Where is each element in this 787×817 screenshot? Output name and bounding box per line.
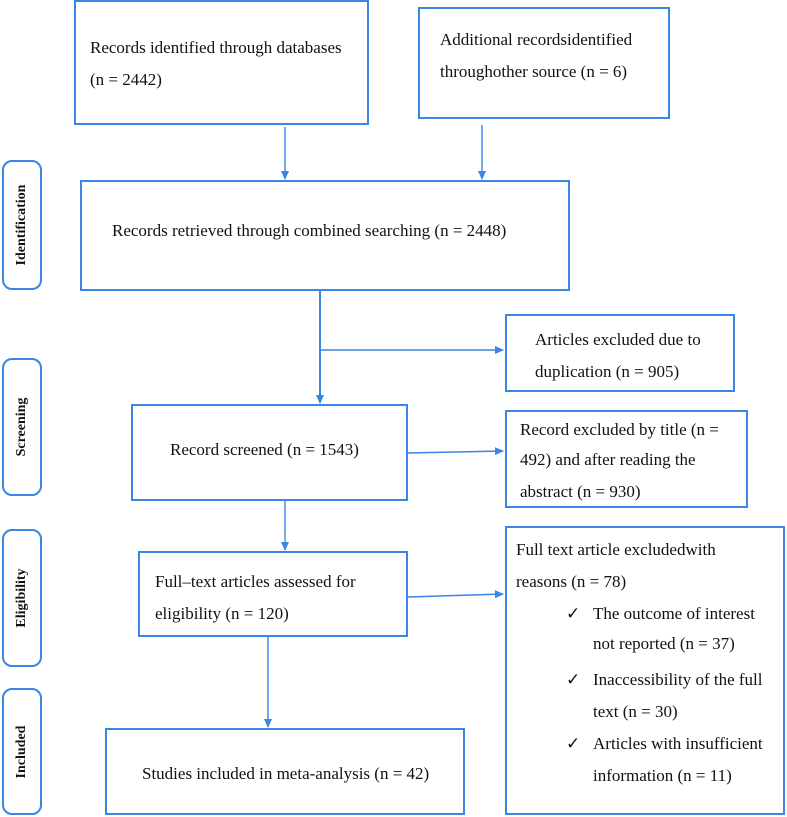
fulltext-line-1: Full–text articles assessed for	[155, 572, 356, 591]
box-included	[105, 728, 465, 815]
phase-identification-label: Identification	[14, 184, 29, 266]
box-databases	[74, 0, 369, 125]
check-icon: ✓	[566, 670, 581, 689]
databases-line-2: (n = 2442)	[90, 70, 162, 89]
box-excluded-fulltext	[505, 526, 785, 815]
included-line-1: Studies included in meta-analysis (n = 4…	[142, 764, 430, 783]
phase-screening-label: Screening	[14, 397, 29, 457]
fulltext-line-2: eligibility (n = 120)	[155, 604, 289, 623]
box-screened	[131, 404, 408, 501]
arrow-fulltext-to-excluded	[407, 590, 504, 599]
excluded-title-line-1: Record excluded by title (n =	[520, 420, 719, 439]
arrow-screened-to-excluded	[407, 447, 504, 456]
other-sources-line-1: Additional recordsidentified	[440, 30, 633, 49]
duplicates-line-1: Articles excluded due to	[535, 330, 701, 349]
phase-screening: Screening	[2, 358, 42, 496]
excluded-title-line-2: 492) and after reading the	[520, 450, 696, 469]
reason-2-line-1: Inaccessibility of the full	[593, 670, 763, 689]
check-icon: ✓	[566, 734, 581, 753]
reason-2-line-2: text (n = 30)	[593, 702, 678, 721]
other-sources-line-2: throughother source (n = 6)	[440, 62, 628, 81]
box-duplicates	[505, 314, 735, 392]
phase-included-label: Included	[14, 725, 29, 778]
phase-eligibility: Eligibility	[2, 529, 42, 667]
phase-included: Included	[2, 688, 42, 815]
phase-eligibility-label: Eligibility	[14, 568, 29, 628]
box-fulltext	[138, 551, 408, 637]
excluded-fulltext-header-2: reasons (n = 78)	[516, 572, 627, 591]
reason-1-line-1: The outcome of interest	[593, 604, 755, 623]
box-excluded-title	[505, 410, 748, 508]
screened-line-1: Record screened (n = 1543)	[170, 440, 359, 459]
combined-line-1: Records retrieved through combined searc…	[112, 221, 507, 240]
reason-3-line-2: information (n = 11)	[593, 766, 732, 785]
databases-line-1: Records identified through databases	[90, 38, 342, 57]
excluded-title-line-3: abstract (n = 930)	[520, 482, 641, 501]
reason-3-line-1: Articles with insufficient	[593, 734, 763, 753]
phase-identification: Identification	[2, 160, 42, 290]
box-other-sources	[418, 7, 670, 119]
box-combined	[80, 180, 570, 291]
check-icon: ✓	[566, 604, 581, 623]
excluded-fulltext-header-1: Full text article excludedwith	[516, 540, 716, 559]
duplicates-line-2: duplication (n = 905)	[535, 362, 680, 381]
reason-1-line-2: not reported (n = 37)	[593, 634, 735, 653]
